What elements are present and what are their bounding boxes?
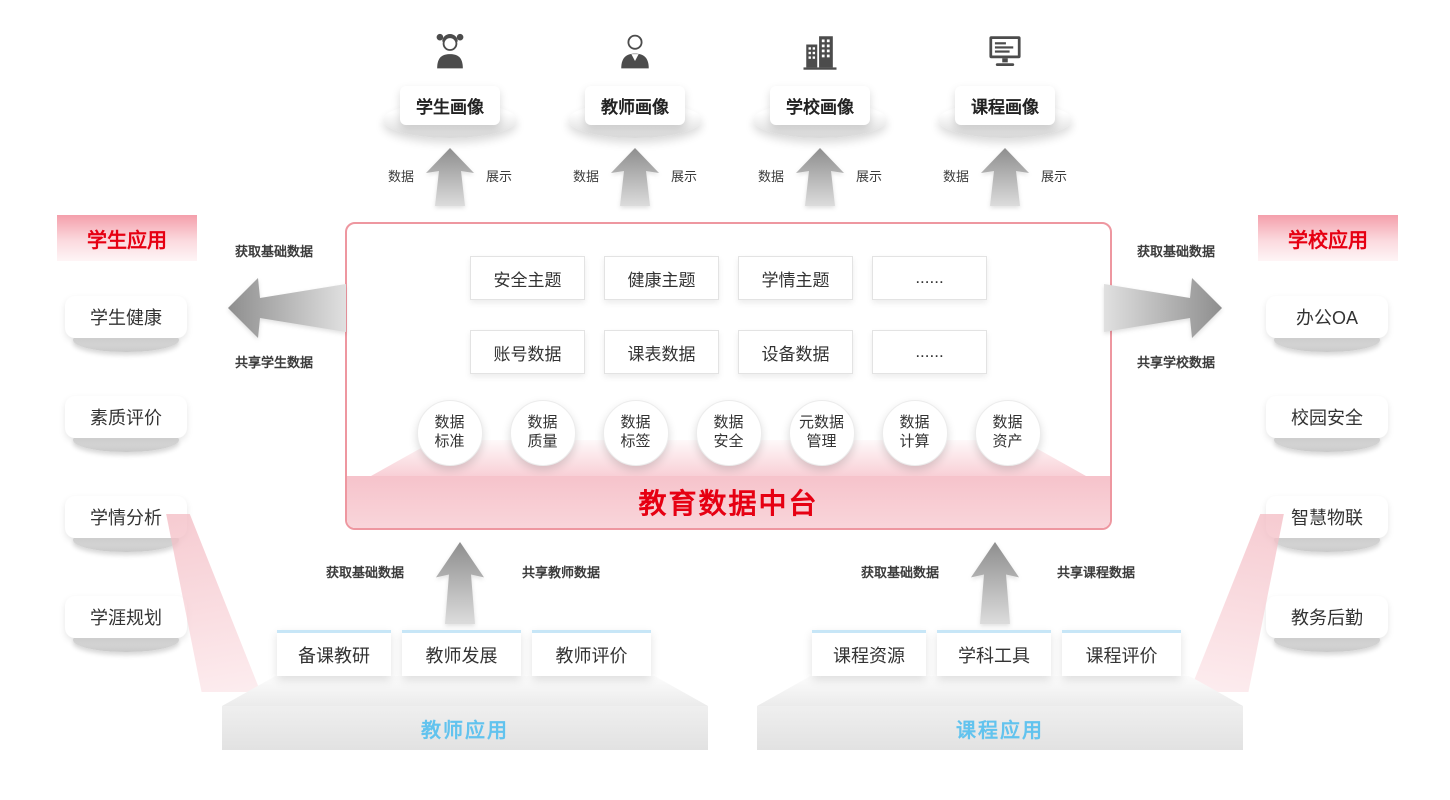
portrait-school: 学校画像 bbox=[745, 28, 895, 140]
flow-label-acquire: 获取基础数据 bbox=[234, 244, 313, 259]
cylinder-label: 办公OA bbox=[1266, 296, 1388, 338]
up-arrow-teacher-apps bbox=[436, 542, 484, 624]
capability-circle: 数据标签 bbox=[602, 400, 669, 466]
circle-line: 数据 bbox=[620, 414, 651, 432]
theme-box: 安全主题 bbox=[470, 256, 585, 300]
cylinder-label: 学生健康 bbox=[65, 296, 187, 338]
capability-circle: 数据安全 bbox=[695, 400, 762, 466]
portrait-student: 学生画像 bbox=[375, 28, 525, 140]
flow-label-acquire: 获取基础数据 bbox=[1136, 244, 1215, 259]
left-panel-item: 学生健康 bbox=[61, 296, 191, 354]
left-arrow bbox=[228, 278, 346, 338]
portrait-label-school: 学校画像 bbox=[770, 86, 870, 125]
flow-label-data: 数据 bbox=[942, 169, 969, 184]
teacher-platform-top bbox=[222, 676, 708, 706]
capability-circle: 元数据管理 bbox=[788, 400, 855, 466]
course-app-box: 学科工具 bbox=[937, 630, 1051, 676]
flow-label-display: 展示 bbox=[486, 169, 513, 184]
flow-label-display: 展示 bbox=[1041, 169, 1068, 184]
portrait-label-student: 学生画像 bbox=[400, 86, 500, 125]
flow-label-data: 数据 bbox=[572, 169, 599, 184]
circle-line: 数据 bbox=[527, 414, 558, 432]
course-app-box: 课程资源 bbox=[812, 630, 926, 676]
flow-label-share-school: 共享学校数据 bbox=[1136, 355, 1215, 370]
theme-box: 健康主题 bbox=[604, 256, 719, 300]
data-box: 课表数据 bbox=[604, 330, 719, 374]
theme-box: 学情主题 bbox=[738, 256, 853, 300]
teacher-platform-title: 教师应用 bbox=[222, 706, 708, 750]
data-box-more: ...... bbox=[872, 330, 987, 374]
left-panel-item: 学情分析 bbox=[61, 496, 191, 554]
capability-circle-row: 数据标准 数据质量 数据标签 数据安全 元数据管理 数据计算 数据资产 bbox=[347, 400, 1110, 466]
circle-line: 数据 bbox=[899, 414, 930, 432]
flow-label-share-teacher: 共享教师数据 bbox=[521, 565, 600, 580]
circle-line: 资产 bbox=[992, 433, 1023, 450]
portrait-label-teacher: 教师画像 bbox=[585, 86, 685, 125]
school-icon bbox=[798, 28, 842, 72]
data-box-row: 账号数据 课表数据 设备数据 ...... bbox=[347, 330, 1110, 374]
capability-circle: 数据质量 bbox=[509, 400, 576, 466]
up-arrow-course bbox=[981, 148, 1029, 206]
cylinder-label: 教务后勤 bbox=[1266, 596, 1388, 638]
up-arrow-student bbox=[426, 148, 474, 206]
flow-label-display: 展示 bbox=[671, 169, 698, 184]
circle-line: 数据 bbox=[434, 414, 465, 432]
teacher-app-box: 备课教研 bbox=[277, 630, 391, 676]
right-panel-item: 办公OA bbox=[1262, 296, 1392, 354]
up-arrow-school bbox=[796, 148, 844, 206]
cylinder-label: 智慧物联 bbox=[1266, 496, 1388, 538]
center-data-platform-panel: 安全主题 健康主题 学情主题 ...... 账号数据 课表数据 设备数据 ...… bbox=[345, 222, 1112, 530]
course-icon bbox=[983, 28, 1027, 72]
data-box: 账号数据 bbox=[470, 330, 585, 374]
data-box: 设备数据 bbox=[738, 330, 853, 374]
teacher-icon bbox=[613, 28, 657, 72]
course-app-box: 课程评价 bbox=[1062, 630, 1181, 676]
capability-circle: 数据计算 bbox=[881, 400, 948, 466]
teacher-app-box: 教师评价 bbox=[532, 630, 651, 676]
circle-line: 标准 bbox=[434, 433, 465, 450]
platform-title-band: 教育数据中台 bbox=[347, 476, 1110, 528]
student-icon bbox=[428, 28, 472, 72]
right-panel-item: 教务后勤 bbox=[1262, 596, 1392, 654]
portrait-label-course: 课程画像 bbox=[955, 86, 1055, 125]
left-panel-item: 学涯规划 bbox=[61, 596, 191, 654]
up-arrow-teacher bbox=[611, 148, 659, 206]
theme-box-row: 安全主题 健康主题 学情主题 ...... bbox=[347, 256, 1110, 300]
circle-line: 数据 bbox=[713, 414, 744, 432]
right-panel-item: 智慧物联 bbox=[1262, 496, 1392, 554]
cylinder-label: 素质评价 bbox=[65, 396, 187, 438]
course-platform-top bbox=[757, 676, 1243, 706]
circle-line: 元数据 bbox=[798, 414, 844, 432]
flow-label-display: 展示 bbox=[856, 169, 883, 184]
circle-line: 安全 bbox=[713, 433, 744, 450]
right-panel-header: 学校应用 bbox=[1258, 215, 1398, 261]
flow-label-share-course: 共享课程数据 bbox=[1056, 565, 1135, 580]
left-panel-header: 学生应用 bbox=[57, 215, 197, 261]
right-arrow bbox=[1104, 278, 1222, 338]
flow-label-acquire: 获取基础数据 bbox=[325, 565, 404, 580]
up-arrow-course-apps bbox=[971, 542, 1019, 624]
teacher-app-box: 教师发展 bbox=[402, 630, 521, 676]
theme-box-more: ...... bbox=[872, 256, 987, 300]
circle-line: 计算 bbox=[899, 433, 930, 450]
cylinder-label: 学涯规划 bbox=[65, 596, 187, 638]
capability-circle: 数据资产 bbox=[974, 400, 1041, 466]
flow-label-acquire: 获取基础数据 bbox=[860, 565, 939, 580]
flow-label-data: 数据 bbox=[757, 169, 784, 184]
portrait-teacher: 教师画像 bbox=[560, 28, 710, 140]
left-panel-item: 素质评价 bbox=[61, 396, 191, 454]
portrait-course: 课程画像 bbox=[930, 28, 1080, 140]
circle-line: 管理 bbox=[806, 433, 837, 450]
right-panel-item: 校园安全 bbox=[1262, 396, 1392, 454]
cylinder-label: 学情分析 bbox=[65, 496, 187, 538]
capability-circle: 数据标准 bbox=[416, 400, 483, 466]
flow-label-data: 数据 bbox=[387, 169, 414, 184]
flow-label-share-student: 共享学生数据 bbox=[234, 355, 313, 370]
cylinder-label: 校园安全 bbox=[1266, 396, 1388, 438]
course-platform-title: 课程应用 bbox=[757, 706, 1243, 750]
circle-line: 质量 bbox=[527, 433, 558, 450]
circle-line: 标签 bbox=[620, 433, 651, 450]
circle-line: 数据 bbox=[992, 414, 1023, 432]
